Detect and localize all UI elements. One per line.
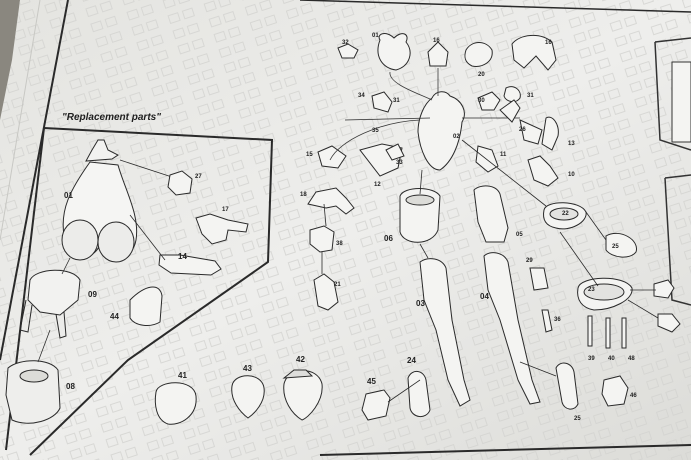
part-label: 35 (372, 128, 379, 134)
part-label: 25 (574, 416, 581, 422)
part-label: 22 (562, 211, 569, 217)
part-label: 01 (372, 33, 379, 39)
part-label: 48 (628, 356, 635, 362)
part-label: 46 (630, 393, 637, 399)
part-label: 01 (64, 191, 73, 200)
part-label: 21 (334, 282, 341, 288)
right-panel-boxes (654, 37, 691, 306)
part-label: 05 (516, 232, 523, 238)
part-label: 15 (306, 152, 313, 158)
part-label: 36 (554, 317, 561, 323)
upper-parts (307, 33, 557, 311)
part-label: 38 (336, 241, 343, 247)
part-label: 42 (296, 355, 305, 364)
part-label: 43 (243, 364, 252, 373)
part-label: 03 (416, 299, 425, 308)
part-label: 25 (612, 244, 619, 250)
part-label: 20 (478, 72, 485, 78)
part-label: 12 (374, 182, 381, 188)
part-label: 08 (66, 382, 75, 391)
part-label: 32 (342, 40, 349, 46)
part-label: 33 (396, 160, 403, 166)
part-label: 14 (178, 252, 187, 261)
part-label: 39 (588, 356, 595, 362)
part-label: 40 (608, 356, 615, 362)
leg-parts (399, 99, 681, 410)
part-label: 17 (222, 207, 229, 213)
part-label: 27 (195, 174, 202, 180)
replacement-parts-panel (5, 127, 274, 456)
part-label: 31 (393, 98, 400, 104)
part-label: 31 (527, 93, 534, 99)
part-label: 11 (500, 152, 507, 158)
part-label: 02 (453, 134, 460, 140)
part-label: 06 (384, 234, 393, 243)
leader-lines (329, 68, 439, 161)
part-label: 30 (478, 98, 485, 104)
part-label: 16 (433, 38, 440, 44)
part-label: 24 (407, 356, 416, 365)
part-label: 23 (588, 287, 595, 293)
part-label: 09 (88, 290, 97, 299)
part-label: 45 (367, 377, 376, 386)
replacement-parts-title: "Replacement parts" (62, 112, 161, 123)
part-label: 10 (568, 172, 575, 178)
part-label: 29 (526, 258, 533, 264)
part-label: 16 (545, 40, 552, 46)
part-label: 26 (519, 127, 526, 133)
part-label: 04 (480, 292, 489, 301)
part-label: 44 (110, 312, 119, 321)
part-label: 34 (358, 93, 365, 99)
bottom-parts (154, 369, 431, 425)
part-label: 13 (568, 141, 575, 147)
part-label: 18 (300, 192, 307, 198)
part-label: 41 (178, 371, 187, 380)
